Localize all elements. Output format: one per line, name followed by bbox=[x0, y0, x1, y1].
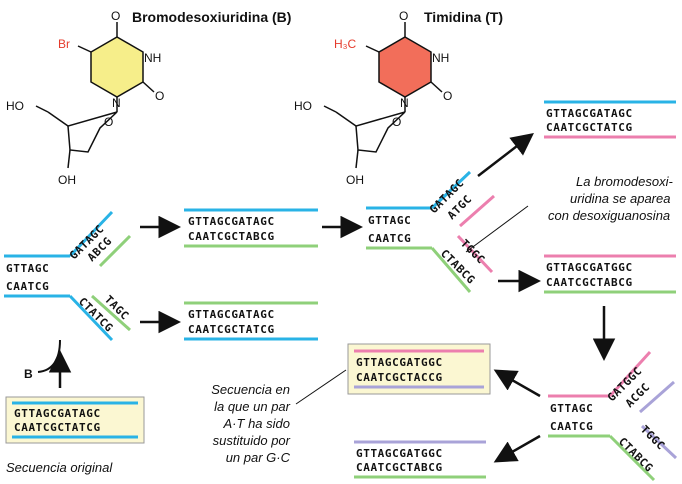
original-box bbox=[5, 396, 145, 444]
final1-top: GTTAGCGATGGC bbox=[356, 356, 443, 369]
dup1-top: GTTAGCGATAGC bbox=[188, 215, 275, 228]
fork-3: GTTAGC CAATCG GATGGC ACGC TGGC CTABCG bbox=[548, 350, 678, 482]
right-duplex-2: GTTAGCGATGGC CAATCGCTABCG bbox=[544, 254, 676, 294]
b-title: Bromodesoxiuridina (B) bbox=[132, 9, 291, 25]
dup2-bottom: CAATCGCTATCG bbox=[188, 323, 275, 336]
b-marker: B bbox=[24, 367, 33, 381]
right-duplex-1: GTTAGCGATAGC CAATCGCTATCG bbox=[544, 100, 676, 139]
t-ho: HO bbox=[294, 99, 312, 113]
arrow-to-final1 bbox=[493, 369, 541, 398]
fork-1: GTTAGC CAATCG GATAGC ABCG TAGC CTATCG bbox=[4, 210, 131, 342]
pairing-note-2: uridina se aparea bbox=[570, 191, 670, 206]
b-sugar bbox=[67, 111, 118, 153]
t-o-top: O bbox=[399, 9, 408, 23]
pairing-note-1: La bromodesoxi- bbox=[576, 174, 673, 189]
t-sugar-o: O bbox=[392, 115, 401, 129]
fork1-left-bottom: CAATCG bbox=[6, 280, 49, 293]
thymidine-molecule: Timidina (T) O NH O N H₃C HO OH O bbox=[294, 9, 503, 187]
t-title: Timidina (T) bbox=[424, 9, 503, 25]
original-top-strand: GTTAGCGATAGC bbox=[14, 407, 101, 420]
pairing-note-3: con desoxiguanosina bbox=[548, 208, 670, 223]
original-label: Secuencia original bbox=[6, 460, 113, 475]
fork3-left-bottom: CAATCG bbox=[550, 420, 593, 433]
t-ring bbox=[378, 36, 432, 98]
substitution-pointer bbox=[295, 369, 347, 405]
b-o-right: O bbox=[155, 89, 164, 103]
pairing-pointer bbox=[465, 205, 529, 253]
final1-bottom: CAATCGCTACCG bbox=[356, 371, 443, 384]
subst-note-4: sustituido por bbox=[213, 433, 291, 448]
fork3-arm-c: TGGC bbox=[638, 423, 668, 453]
b-ho: HO bbox=[6, 99, 24, 113]
final2-bottom: CAATCGCTABCG bbox=[356, 461, 443, 474]
t-n: N bbox=[400, 96, 409, 110]
final2-top: GTTAGCGATGGC bbox=[356, 447, 443, 460]
b-br: Br bbox=[58, 37, 70, 51]
t-o-right: O bbox=[443, 89, 452, 103]
t-oh: OH bbox=[346, 173, 364, 187]
final-duplex-1: GTTAGCGATGGC CAATCGCTACCG bbox=[347, 343, 491, 395]
b-ring bbox=[90, 36, 144, 98]
b-o-top: O bbox=[111, 9, 120, 23]
right2-bottom: CAATCGCTABCG bbox=[546, 276, 633, 289]
t-sugar bbox=[355, 111, 406, 153]
subst-note-2: la que un par bbox=[214, 399, 291, 414]
original-sequence: GTTAGCGATAGC CAATCGCTATCG Secuencia orig… bbox=[5, 396, 145, 475]
subst-note-5: un par G·C bbox=[226, 450, 291, 465]
t-ch3: H₃C bbox=[334, 37, 357, 51]
fork-2: GTTAGC CAATCG GATAGC ATGC TGGC CTABCG bbox=[366, 170, 495, 293]
b-oh: OH bbox=[58, 173, 76, 187]
arrow-to-right1 bbox=[477, 132, 534, 177]
dup2-top: GTTAGCGATAGC bbox=[188, 308, 275, 321]
subst-note-3: A·T ha sido bbox=[223, 416, 290, 431]
fork1-left-top: GTTAGC bbox=[6, 262, 49, 275]
b-nh: NH bbox=[144, 51, 161, 65]
right1-top: GTTAGCGATAGC bbox=[546, 107, 633, 120]
fork2-left-bottom: CAATCG bbox=[368, 232, 411, 245]
subst-note-1: Secuencia en bbox=[211, 382, 290, 397]
b-curve bbox=[37, 339, 61, 373]
right2-top: GTTAGCGATGGC bbox=[546, 261, 633, 274]
original-bottom-strand: CAATCGCTATCG bbox=[14, 421, 101, 434]
final-duplex-2: GTTAGCGATGGC CAATCGCTABCG bbox=[354, 440, 486, 479]
dup1-bottom: CAATCGCTABCG bbox=[188, 230, 275, 243]
duplex-1: GTTAGCGATAGC CAATCGCTABCG bbox=[184, 208, 318, 248]
fork3-left-top: GTTAGC bbox=[550, 402, 593, 415]
t-nh: NH bbox=[432, 51, 449, 65]
arrow-to-final2 bbox=[493, 434, 541, 463]
b-n: N bbox=[112, 96, 121, 110]
b-sugar-o: O bbox=[104, 115, 113, 129]
right1-bottom: CAATCGCTATCG bbox=[546, 121, 633, 134]
duplex-2: GTTAGCGATAGC CAATCGCTATCG bbox=[184, 301, 318, 341]
bromodeoxyuridine-molecule: Bromodesoxiuridina (B) O NH O N Br HO OH… bbox=[6, 9, 291, 187]
fork2-left-top: GTTAGC bbox=[368, 214, 411, 227]
